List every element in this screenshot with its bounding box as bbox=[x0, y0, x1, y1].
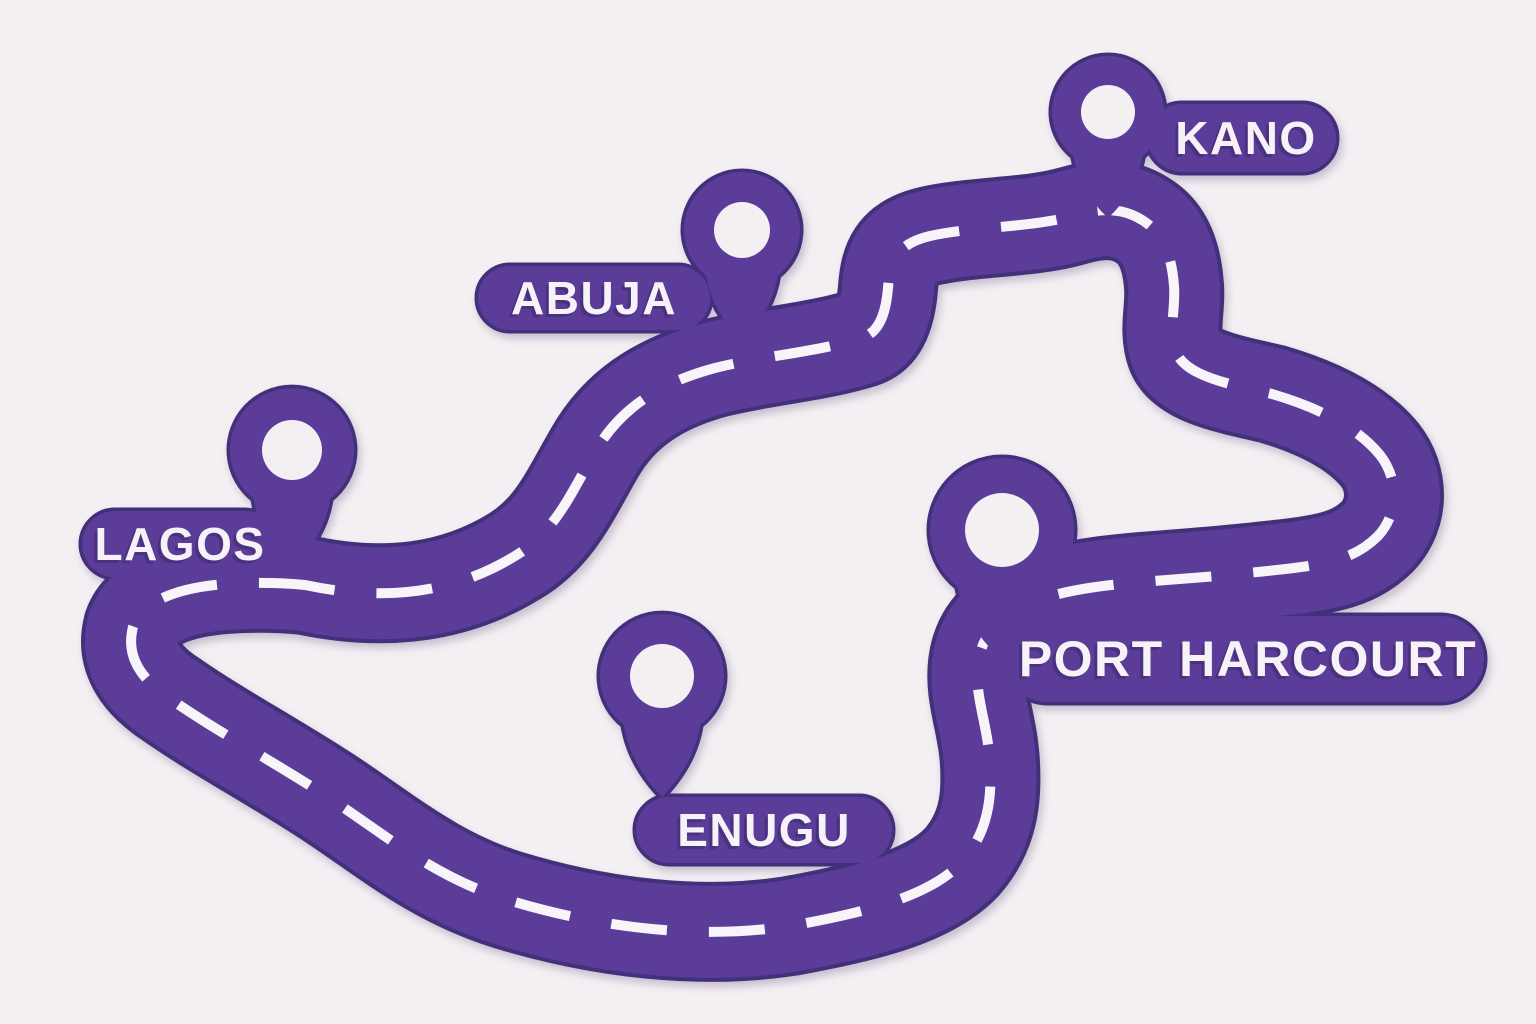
abuja-pin-hole bbox=[714, 202, 770, 258]
abuja-label: ABUJA bbox=[511, 272, 677, 324]
pins-layer bbox=[230, 55, 1164, 797]
enugu-pill bbox=[636, 797, 892, 863]
enugu-label: ENUGU bbox=[677, 804, 851, 856]
kano-label: KANO bbox=[1175, 112, 1316, 164]
port-harcourt-pill bbox=[1004, 616, 1484, 702]
lagos-pin-hole bbox=[262, 420, 322, 480]
port-harcourt-pin-hole bbox=[965, 493, 1039, 567]
labels-layer: LAGOS ABUJA KANO ENUGU PORT HARCOURT bbox=[94, 112, 1477, 856]
port-harcourt-label: PORT HARCOURT bbox=[1019, 631, 1477, 687]
abuja-pill bbox=[478, 266, 710, 330]
lagos-label: LAGOS bbox=[94, 518, 265, 570]
enugu-map-pin-icon bbox=[600, 614, 724, 797]
road-centerline bbox=[126, 205, 1399, 937]
abuja-map-pin-icon bbox=[684, 171, 800, 340]
kano-pin-hole bbox=[1081, 85, 1135, 139]
kano-map-pin-icon bbox=[1052, 55, 1164, 219]
lagos-map-pin-icon bbox=[230, 388, 355, 567]
port-harcourt-map-pin-icon bbox=[930, 458, 1074, 660]
kano-pill bbox=[1148, 104, 1336, 172]
enugu-pin-hole bbox=[630, 644, 694, 708]
